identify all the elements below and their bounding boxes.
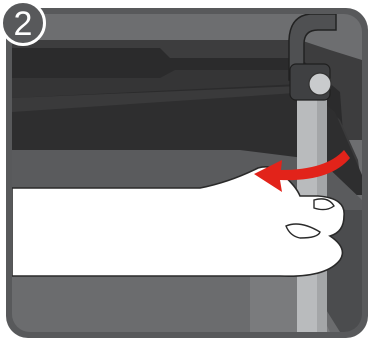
step-badge: 2 (0, 0, 46, 46)
step-number: 2 (14, 7, 33, 41)
hinge-pin (309, 73, 331, 95)
